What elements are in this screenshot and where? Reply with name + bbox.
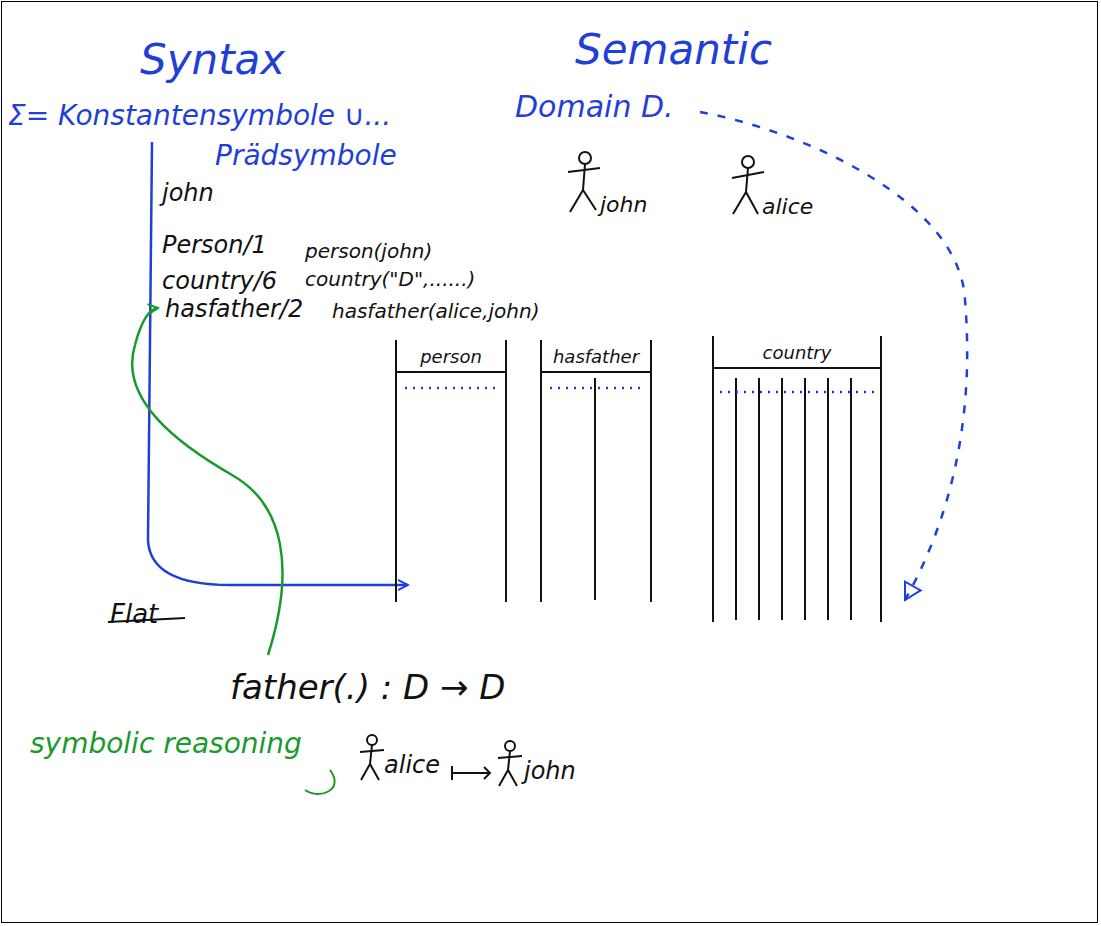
handwritten-label: hasfather(alice,john) — [332, 300, 539, 323]
handwritten-label: Prädsymbole — [215, 140, 397, 172]
handwritten-label: john — [600, 192, 647, 217]
table-header: country — [714, 336, 880, 369]
handwritten-label: Person/1 — [162, 232, 267, 260]
handwritten-label: country("D",......) — [305, 268, 475, 291]
handwritten-label: Flat — [110, 600, 158, 630]
table-header: hasfather — [542, 340, 650, 373]
handwritten-label: hasfather/2 — [165, 296, 303, 324]
relation-table: hasfather — [540, 340, 652, 602]
handwritten-label: john — [524, 758, 576, 786]
handwritten-label: father(.) : D → D — [230, 668, 505, 707]
handwritten-label: alice — [384, 752, 440, 780]
handwritten-label: Domain D. — [515, 90, 674, 125]
handwritten-label: person(john) — [305, 240, 432, 263]
handwritten-label: alice — [762, 194, 813, 219]
handwritten-label: Syntax — [140, 36, 285, 84]
relation-table: country — [712, 336, 882, 622]
handwritten-label: john — [162, 180, 214, 208]
handwritten-label: Semantic — [575, 26, 772, 74]
handwritten-label: country/6 — [162, 268, 277, 296]
handwritten-label: symbolic reasoning — [30, 728, 302, 760]
table-header: person — [397, 340, 505, 373]
handwritten-label: Σ= Konstantensymbole ∪... — [8, 100, 391, 132]
relation-table: person — [395, 340, 507, 602]
